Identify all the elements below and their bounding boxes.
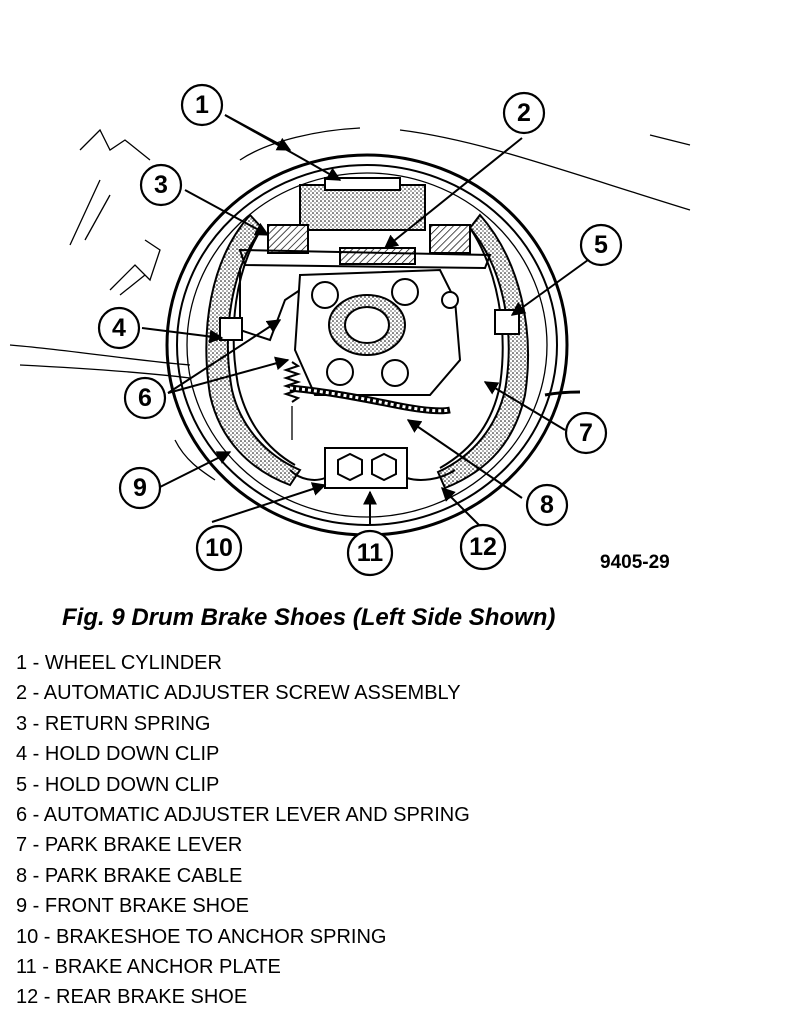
legend-item: 6 - AUTOMATIC ADJUSTER LEVER AND SPRING	[16, 803, 470, 826]
callout-12-label: 12	[469, 533, 497, 561]
callout-11-label: 11	[357, 539, 384, 567]
wheel-cylinder	[267, 177, 471, 254]
legend-item: 4 - HOLD DOWN CLIP	[16, 743, 220, 766]
legend-item: 1 - WHEEL CYLINDER	[16, 652, 222, 674]
callout-7: 7	[564, 411, 608, 455]
adjuster-spring	[282, 361, 302, 440]
hub	[293, 268, 462, 396]
legend-item: 8 - PARK BRAKE CABLE	[16, 864, 243, 887]
callout-4: 4	[97, 306, 141, 350]
brake-diagram: 1 2 3 4 5 6 7 8 9 10 11 12 9405-29	[9, 83, 691, 577]
callout-5: 5	[579, 223, 623, 267]
callout-7-label: 7	[579, 419, 593, 447]
legend-item: 7 - PARK BRAKE LEVER	[16, 834, 243, 857]
callout-11: 11	[346, 529, 394, 577]
legend-item: 11 - BRAKE ANCHOR PLATE	[16, 955, 281, 978]
legend-list: 1 - WHEEL CYLINDER 2 - AUTOMATIC ADJUSTE…	[16, 648, 470, 1013]
callout-10: 10	[195, 524, 243, 572]
callout-6: 6	[123, 376, 167, 420]
callout-8-label: 8	[540, 491, 554, 519]
callout-9: 9	[118, 466, 162, 510]
callout-10-label: 10	[205, 534, 233, 562]
anchor-plate	[289, 447, 456, 489]
callout-4-label: 4	[112, 314, 126, 342]
callout-3-label: 3	[154, 171, 168, 199]
figure-code: 9405-29	[600, 552, 670, 573]
callout-3: 3	[139, 163, 183, 207]
vehicle-outline	[9, 128, 691, 481]
callout-12: 12	[459, 523, 507, 571]
legend-item: 5 - HOLD DOWN CLIP	[16, 773, 220, 796]
legend-item: 9 - FRONT BRAKE SHOE	[16, 895, 250, 918]
figure-caption: Fig. 9 Drum Brake Shoes (Left Side Shown…	[62, 604, 556, 631]
adjuster-assembly	[238, 247, 492, 342]
callout-1: 1	[180, 83, 224, 127]
callout-5-label: 5	[594, 231, 608, 259]
callout-8: 8	[525, 483, 569, 527]
callout-2-label: 2	[517, 99, 531, 127]
callout-9-label: 9	[133, 474, 147, 502]
callout-2: 2	[502, 91, 546, 135]
legend-item: 3 - RETURN SPRING	[16, 712, 211, 735]
legend-item: 10 - BRAKESHOE TO ANCHOR SPRING	[16, 925, 387, 948]
park-brake-cable	[289, 384, 581, 415]
leader-lines	[141, 114, 589, 529]
legend-item: 2 - AUTOMATIC ADJUSTER SCREW ASSEMBLY	[16, 682, 461, 705]
callout-1-label: 1	[195, 91, 209, 119]
callout-6-label: 6	[138, 384, 152, 412]
legend-item: 12 - REAR BRAKE SHOE	[16, 986, 248, 1009]
